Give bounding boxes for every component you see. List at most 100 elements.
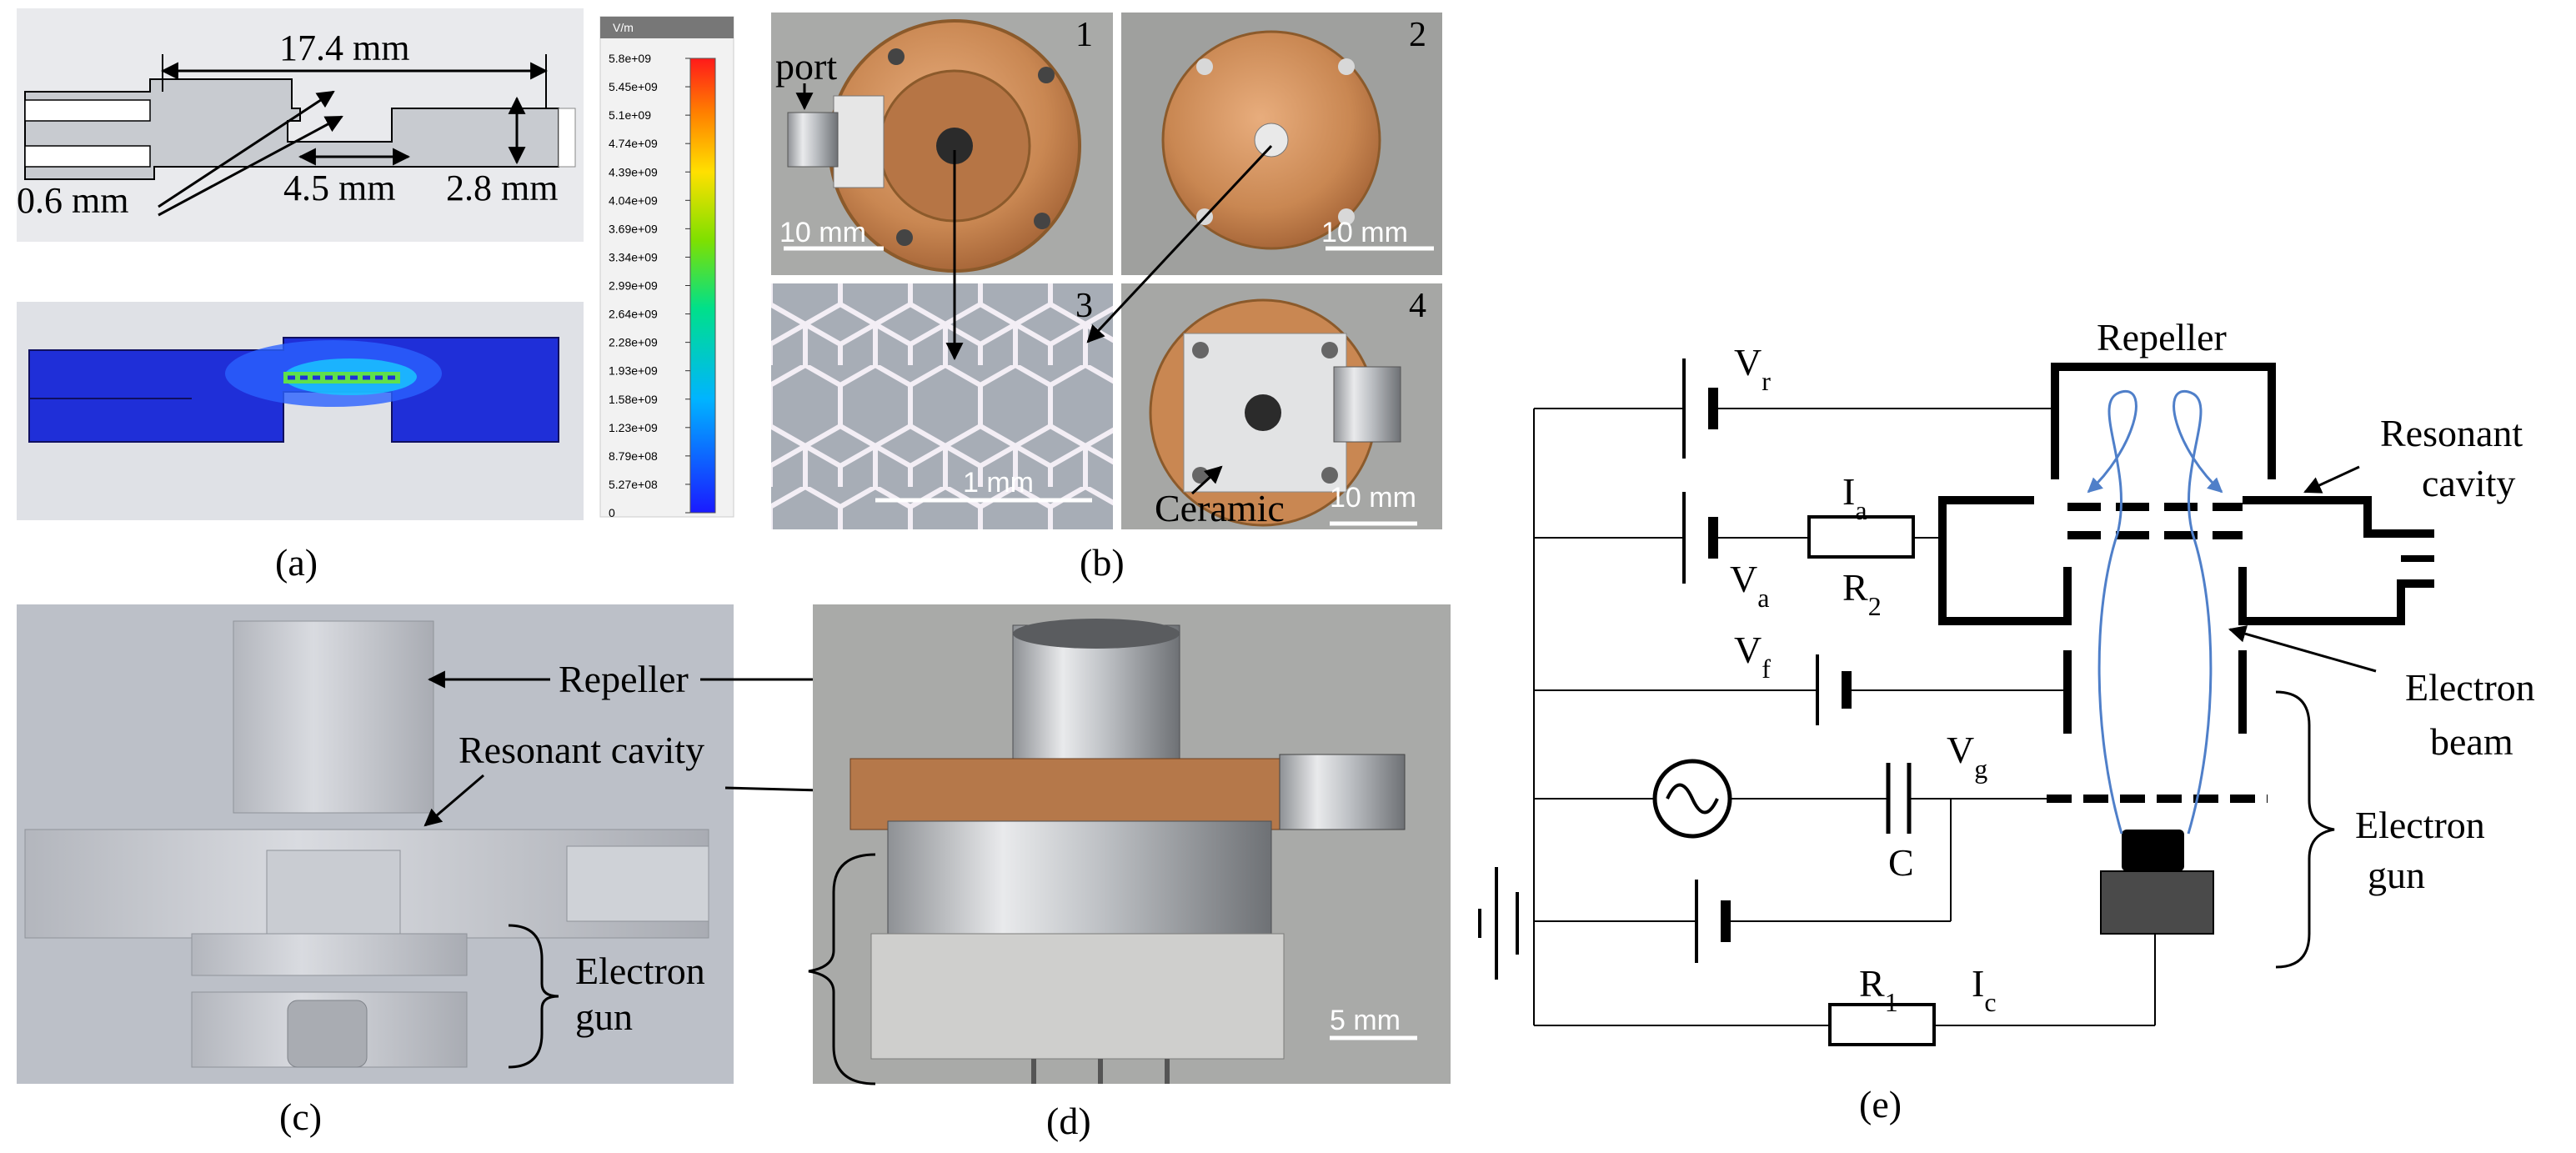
electron-beam-right <box>2173 390 2223 835</box>
cathode-body <box>2100 870 2214 935</box>
dim-gap-arrow-1 <box>158 90 335 208</box>
colorbar-tick-label: 0 <box>609 506 615 519</box>
model-gun-label-2: gun <box>575 995 633 1038</box>
dim-width-label: 17.4 mm <box>279 28 409 68</box>
photo-number-3: 3 <box>1075 287 1093 325</box>
port-label: port <box>775 45 837 88</box>
panel-b: port 1 10 mm 2 10 mm 3 1 mm 4 Ceramic <box>771 13 1442 584</box>
port-slot-bottom <box>24 145 151 168</box>
photo-gun-body <box>887 820 1272 939</box>
colorbar-tick-label: 1.58e+09 <box>609 393 658 406</box>
label-repeller: Repeller <box>2097 316 2227 358</box>
dim-gap-label: 0.6 mm <box>17 180 128 221</box>
dim-hole-label: 4.5 mm <box>283 168 395 208</box>
scale-label-1: 10 mm <box>779 217 866 248</box>
screw-hole-4 <box>896 229 913 246</box>
model-cavity-label: Resonant cavity <box>459 729 704 771</box>
copper-plate-grid <box>1254 123 1289 158</box>
resistor-r1 <box>1828 1003 1936 1046</box>
colorbar-tick-label: 8.79e+08 <box>609 449 658 463</box>
scale-label-2: 10 mm <box>1321 217 1408 248</box>
ceramic-screw-4 <box>1321 467 1338 484</box>
label-vf: Vf <box>1734 629 1771 684</box>
photo-ceramic-base <box>870 933 1285 1060</box>
panel-d: 5 mm (d) <box>808 604 1451 1142</box>
label-ia: Ia <box>1842 470 1867 525</box>
gun-brace <box>2275 690 2335 969</box>
label-c: C <box>1888 841 1914 884</box>
copper-cavity-hole <box>936 128 973 164</box>
plate-hole-4 <box>1338 208 1355 225</box>
colorbar-unit: V/m <box>613 21 634 34</box>
label-beam-2: beam <box>2430 720 2513 763</box>
label-gun-1: Electron <box>2355 804 2485 846</box>
screw-hole-2 <box>1038 67 1055 83</box>
label-ic: Ic <box>1972 962 1997 1017</box>
ceramic-screw-2 <box>1321 342 1338 358</box>
model-cathode <box>287 1000 368 1068</box>
model-cavity-post <box>266 850 401 939</box>
scale-label-d: 5 mm <box>1330 1005 1401 1036</box>
model-gun-label-1: Electron <box>575 950 705 992</box>
model-repeller-label: Repeller <box>559 658 689 700</box>
photo-3-hex-grid <box>771 283 1113 529</box>
label-va: Va <box>1730 558 1769 613</box>
photo-copper-cavity <box>849 758 1293 830</box>
panel-label-a: (a) <box>275 541 318 584</box>
cavity-label-arrow <box>2303 465 2360 494</box>
dim-gap-arrow-2 <box>158 115 343 217</box>
label-gun-2: gun <box>2368 854 2425 896</box>
ceramic-label: Ceramic <box>1155 487 1285 529</box>
panel-label-b: (b) <box>1080 541 1125 584</box>
circuit-cavity-right <box>2238 496 2434 625</box>
colorbar-tick-label: 2.28e+09 <box>609 336 658 349</box>
circuit-cavity-left <box>1938 496 2072 625</box>
colorbar-tick-label: 4.39e+09 <box>609 165 658 178</box>
photo-repeller-top <box>1013 619 1180 649</box>
port-mount <box>833 95 885 188</box>
colorbar-ticks: 5.8e+09 5.45e+09 5.1e+09 4.74e+09 4.39e+09 4.… <box>609 52 690 519</box>
photo-number-1: 1 <box>1075 16 1093 54</box>
label-vr: Vr <box>1734 341 1771 396</box>
colorbar-gradient <box>689 58 716 514</box>
model-cavity-arrow <box>423 774 484 827</box>
colorbar-tick-label: 5.8e+09 <box>609 52 651 65</box>
port-connector <box>787 112 839 168</box>
scale-label-3: 1 mm <box>963 467 1034 499</box>
panel-label-c: (c) <box>279 1095 322 1138</box>
model-repeller <box>233 620 434 814</box>
assembled-port <box>1333 366 1401 443</box>
photo-number-4: 4 <box>1409 287 1426 325</box>
ceramic-screw-1 <box>1192 342 1209 358</box>
screw-hole-1 <box>888 48 905 65</box>
label-r1: R1 <box>1859 962 1898 1017</box>
beam-label-arrow <box>2228 625 2377 673</box>
panel-e <box>1478 358 2434 1046</box>
colorbar-tick-label: 4.04e+09 <box>609 193 658 207</box>
panel-label-d: (d) <box>1046 1100 1091 1142</box>
scale-label-4: 10 mm <box>1330 482 1416 514</box>
label-r2: R2 <box>1842 566 1882 621</box>
model-gun-brace <box>508 924 559 1069</box>
colorbar-tick-label: 3.34e+09 <box>609 250 658 263</box>
label-cavity-1: Resonant <box>2380 412 2523 454</box>
plate-hole-1 <box>1196 58 1213 75</box>
plate-hole-2 <box>1338 58 1355 75</box>
panel-label-e: (e) <box>1859 1083 1902 1125</box>
label-cavity-2: cavity <box>2422 462 2515 504</box>
panel-a: 17.4 mm 4.5 mm 2.8 mm 0.6 mm V/m 5.8e+09… <box>17 8 734 584</box>
photo-gun-brace <box>808 853 876 1085</box>
port-slot-top <box>24 99 151 122</box>
ac-source-wave <box>1666 783 1719 815</box>
colorbar-tick-label: 5.1e+09 <box>609 108 651 122</box>
cavity-edge <box>558 108 576 168</box>
colorbar-tick-label: 3.69e+09 <box>609 222 658 235</box>
colorbar-tick-label: 5.45e+09 <box>609 80 658 93</box>
model-cavity-port <box>566 845 709 922</box>
colorbar-tick-label: 1.23e+09 <box>609 421 658 434</box>
colorbar-tick-label: 1.93e+09 <box>609 364 658 378</box>
photo-sma-connector <box>1279 754 1406 830</box>
colorbar-tick-label: 5.27e+08 <box>609 478 658 491</box>
colorbar-tick-label: 4.74e+09 <box>609 137 658 150</box>
